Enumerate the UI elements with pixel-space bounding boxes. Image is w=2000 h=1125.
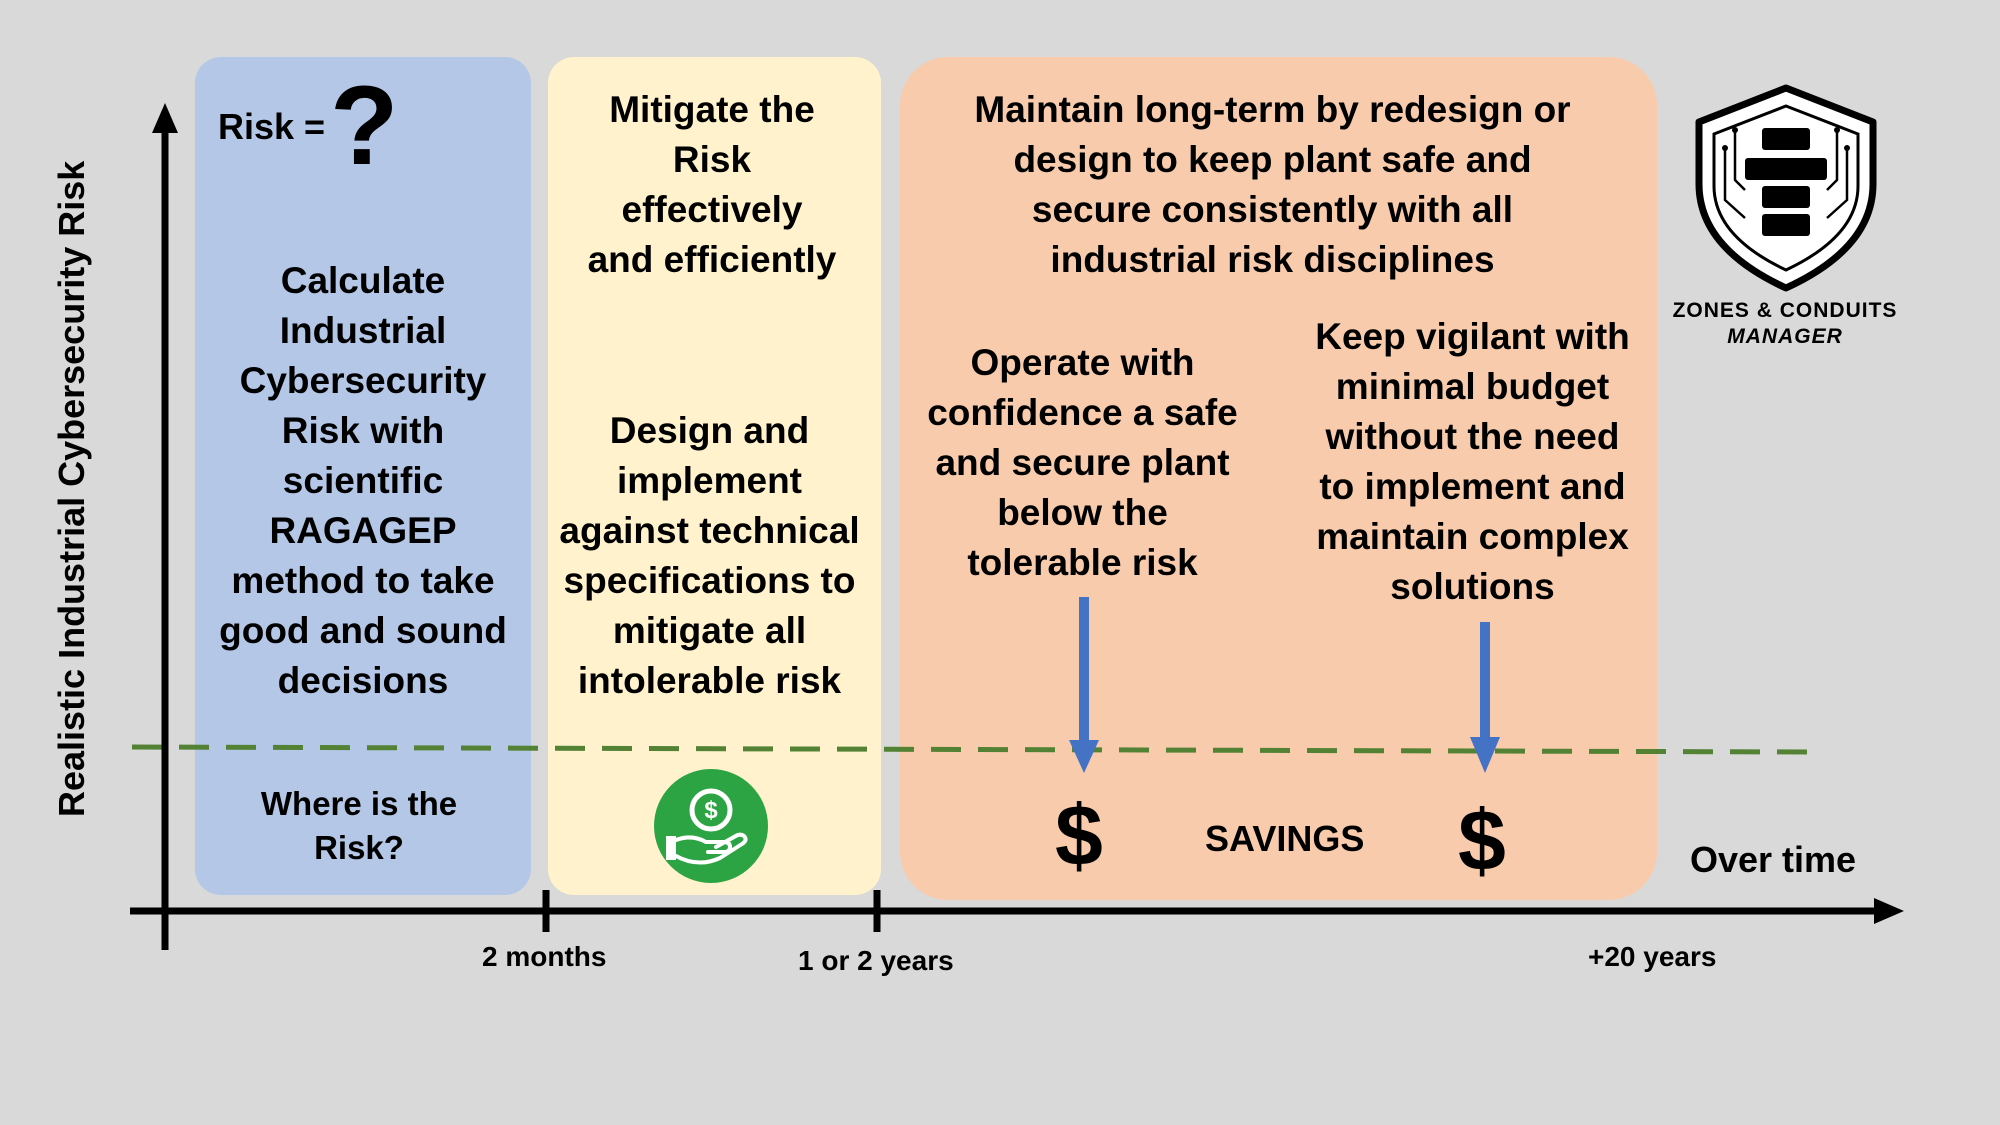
logo-text: ZONES & CONDUITS MANAGER — [1660, 298, 1910, 350]
phase3-vigilant-text: Keep vigilant with minimal budget withou… — [1315, 316, 1630, 607]
x-axis-arrowhead — [1874, 898, 1904, 924]
phase-maintain-panel — [900, 57, 1657, 900]
tick-label-2-months: 2 months — [482, 941, 607, 972]
risk-formula: Risk = ? — [218, 70, 418, 188]
dollar-icon: $ — [1055, 788, 1103, 884]
arrow-down-icon — [1470, 622, 1500, 773]
tick-label-1-2-years: 1 or 2 years — [798, 945, 954, 976]
phase3-heading: Maintain long-term by redesign or design… — [974, 89, 1571, 280]
tick-label-20-years: +20 years — [1588, 941, 1717, 972]
phase3-operate-text: Operate with confidence a safe and secur… — [927, 342, 1238, 583]
phase2-description: Design and implement against technical s… — [559, 410, 860, 701]
tolerable-risk-threshold-line — [131, 744, 1816, 755]
phase-calculate-panel — [195, 57, 531, 895]
y-axis-arrowhead — [152, 103, 178, 133]
money-hand-icon: $ — [654, 769, 768, 883]
svg-text:$: $ — [704, 797, 718, 824]
logo-line1: ZONES & CONDUITS — [1672, 299, 1898, 322]
logo-line2: MANAGER — [1727, 325, 1843, 348]
phase1-question: Where is the Risk? — [260, 785, 458, 866]
phase-mitigate-panel — [548, 57, 881, 895]
phase1-description: Calculate Industrial Cybersecurity Risk … — [219, 260, 507, 701]
savings-label: SAVINGS — [1205, 818, 1365, 859]
phase2-heading: Mitigate the Risk effectively and effici… — [587, 89, 837, 280]
zones-conduits-shield-icon — [1695, 84, 1877, 292]
risk-formula-prefix: Risk = — [218, 106, 326, 147]
dollar-icon: $ — [1458, 793, 1506, 889]
x-axis-label: Over time — [1690, 839, 1857, 880]
question-mark-icon: ? — [330, 63, 399, 188]
arrow-down-icon — [1069, 597, 1099, 773]
